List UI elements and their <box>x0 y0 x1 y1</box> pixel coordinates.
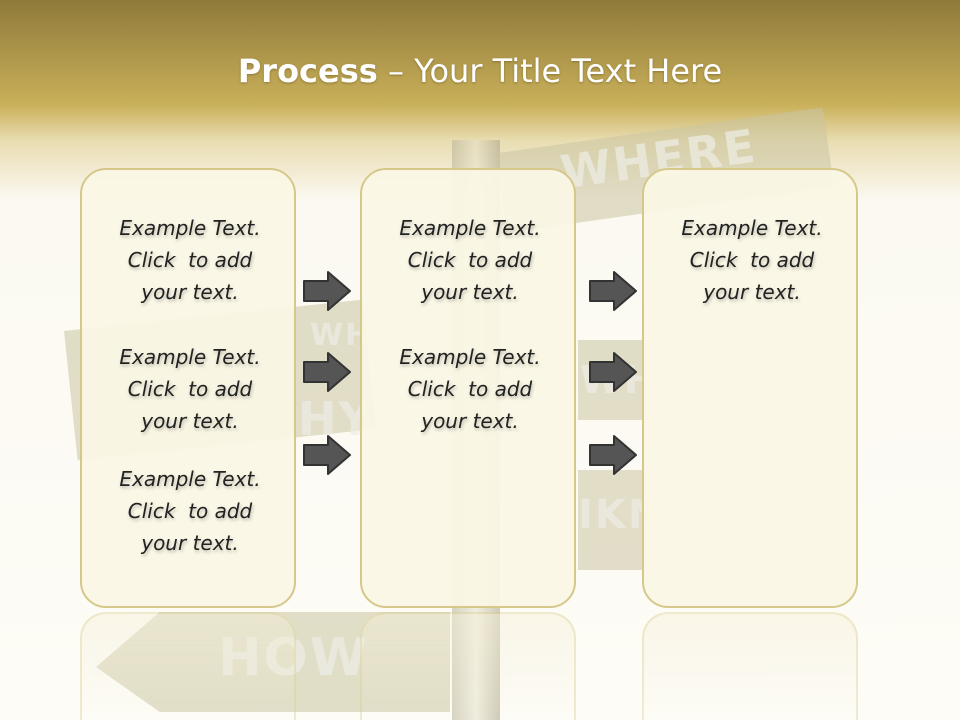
card-1-text-2[interactable]: Example Text. Click to add your text. <box>82 341 298 437</box>
title-bold-text: Process <box>237 52 378 90</box>
card-1-reflection <box>80 612 296 720</box>
card-1-text-1[interactable]: Example Text. Click to add your text. <box>82 212 298 308</box>
text-line: Click to add <box>407 248 533 272</box>
text-line: Click to add <box>407 377 533 401</box>
text-line: your text. <box>141 280 239 304</box>
text-line: Click to add <box>127 499 253 523</box>
card-2-reflection <box>360 612 576 720</box>
arrow-right-icon[interactable] <box>302 271 352 311</box>
process-card-3[interactable]: Example Text. Click to add your text. <box>642 168 858 608</box>
card-1-text-3[interactable]: Example Text. Click to add your text. <box>82 463 298 559</box>
text-line: Example Text. <box>681 216 823 240</box>
text-line: Example Text. <box>119 467 261 491</box>
arrow-right-icon[interactable] <box>302 352 352 392</box>
text-line: your text. <box>141 409 239 433</box>
card-2-text-2[interactable]: Example Text. Click to add your text. <box>362 341 578 437</box>
text-line: your text. <box>421 409 519 433</box>
card-2-text-1[interactable]: Example Text. Click to add your text. <box>362 212 578 308</box>
title-rest-text: – Your Title Text Here <box>377 52 723 90</box>
text-line: Example Text. <box>119 345 261 369</box>
card-3-reflection <box>642 612 858 720</box>
arrow-right-icon[interactable] <box>588 271 638 311</box>
signpost-board-lower-right <box>578 470 642 570</box>
text-line: Example Text. <box>399 345 541 369</box>
text-line: Example Text. <box>119 216 261 240</box>
signpost-word-how: HOW <box>218 628 369 688</box>
text-line: Click to add <box>689 248 815 272</box>
text-line: Click to add <box>127 377 253 401</box>
process-card-2[interactable]: Example Text. Click to add your text. Ex… <box>360 168 576 608</box>
text-line: your text. <box>703 280 801 304</box>
card-3-text-1[interactable]: Example Text. Click to add your text. <box>644 212 860 308</box>
arrow-right-icon[interactable] <box>588 352 638 392</box>
text-line: Example Text. <box>399 216 541 240</box>
text-line: Click to add <box>127 248 253 272</box>
slide-title[interactable]: Process – Your Title Text Here <box>0 52 960 90</box>
arrow-right-icon[interactable] <box>302 435 352 475</box>
signpost-word-hy: HY <box>298 392 374 446</box>
arrow-right-icon[interactable] <box>588 435 638 475</box>
process-card-1[interactable]: Example Text. Click to add your text. Ex… <box>80 168 296 608</box>
text-line: your text. <box>141 531 239 555</box>
text-line: your text. <box>421 280 519 304</box>
